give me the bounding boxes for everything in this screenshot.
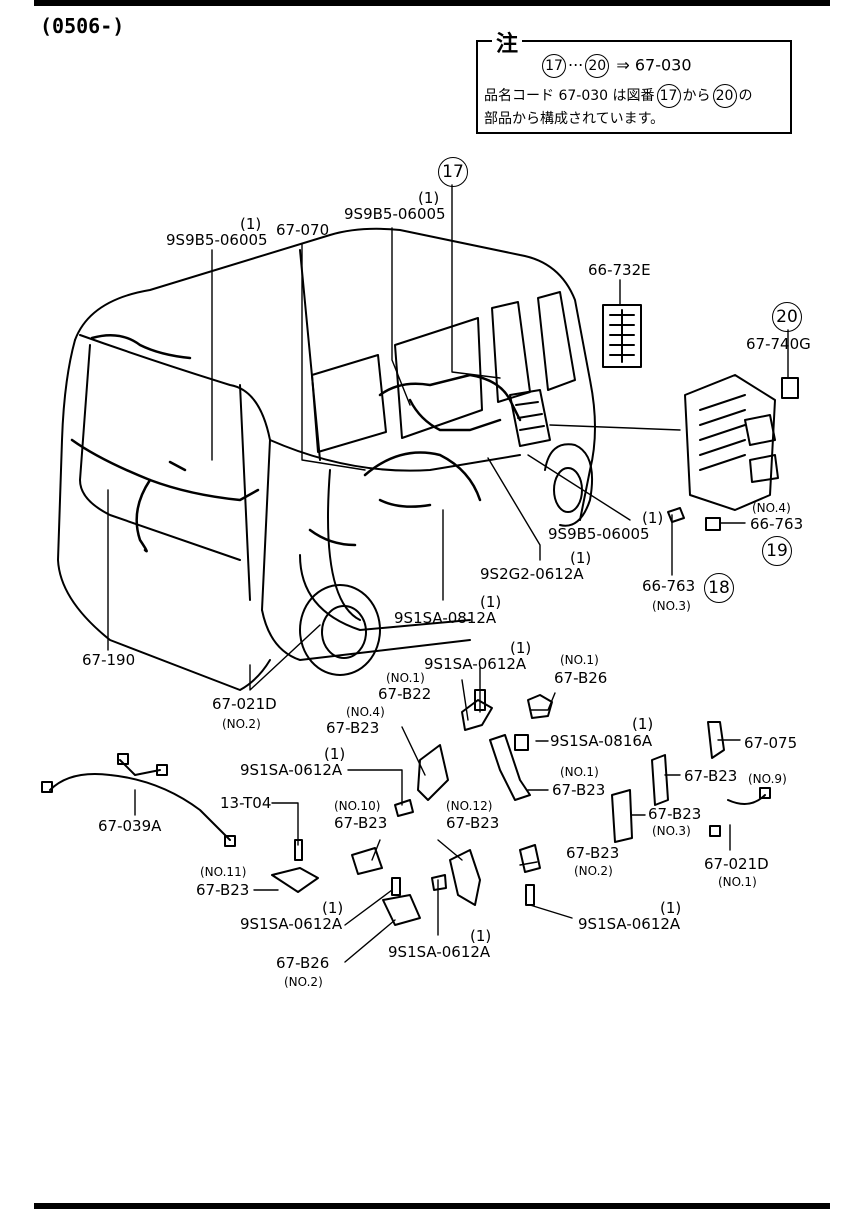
- part-label: 9S1SA-0612A: [388, 943, 491, 961]
- part-label: 9S9B5-06005: [166, 231, 268, 249]
- note-ref-circle: 20: [585, 54, 610, 78]
- part-label: 67-740G: [746, 335, 811, 353]
- note-line-3: 部品から構成されています。: [484, 111, 665, 127]
- note-label: (NO.3): [652, 599, 691, 613]
- note-label: (NO.1): [718, 875, 757, 889]
- note-text: の: [738, 88, 753, 104]
- part-label: 67-190: [82, 651, 136, 669]
- part-label: 67-B23: [684, 767, 738, 785]
- part-label: 9S1SA-0816A: [550, 732, 653, 750]
- note-line-1: 17···20 ⇒ 67-030: [540, 54, 692, 78]
- qty-label: (1): [510, 639, 532, 657]
- note-label: (NO.2): [574, 864, 613, 878]
- part-label: 9S1SA-0612A: [578, 915, 681, 933]
- ref-number-circle: 18: [704, 573, 734, 603]
- note-arrow: ⇒: [616, 55, 630, 75]
- part-label: 67-B23: [566, 844, 620, 862]
- part-label: 9S1SA-0612A: [424, 655, 527, 673]
- ref-number-circle: 19: [762, 536, 792, 566]
- top-rule: [34, 0, 830, 6]
- note-label: (NO.1): [560, 653, 599, 667]
- part-label: 67-B23: [552, 781, 606, 799]
- bottom-rule: [34, 1203, 830, 1209]
- note-text: から: [682, 88, 711, 104]
- qty-label: (1): [642, 509, 664, 527]
- note-code: 67-030: [634, 55, 692, 75]
- note-dots: ···: [568, 55, 584, 75]
- part-label: 67-075: [744, 734, 798, 752]
- part-label: 67-B26: [554, 669, 608, 687]
- qty-label: (1): [632, 715, 654, 733]
- part-label: 67-039A: [98, 817, 162, 835]
- part-label: 67-021D: [704, 855, 769, 873]
- part-label: 67-B23: [334, 814, 388, 832]
- part-label: 67-070: [276, 221, 330, 239]
- note-label: (NO.1): [560, 765, 599, 779]
- part-label: 66-763: [750, 515, 804, 533]
- part-label: 9S2G2-0612A: [480, 565, 584, 583]
- part-label: 9S9B5-06005: [548, 525, 650, 543]
- note-label: (NO.2): [284, 975, 323, 989]
- part-label: 13-T04: [220, 794, 272, 812]
- note-label: (NO.4): [752, 501, 791, 515]
- qty-label: (1): [322, 899, 344, 917]
- note-label: (NO.3): [652, 824, 691, 838]
- part-label: 67-B23: [326, 719, 380, 737]
- qty-label: (1): [480, 593, 502, 611]
- ref-number-circle: 17: [438, 157, 468, 187]
- part-label: 66-732E: [588, 261, 651, 279]
- note-label: (NO.11): [200, 865, 247, 879]
- junction-block: [509, 304, 799, 531]
- part-label: 67-B23: [446, 814, 500, 832]
- note-label: (NO.2): [222, 717, 261, 731]
- ref-number-circle: 20: [772, 302, 802, 332]
- qty-label: (1): [570, 549, 592, 567]
- model-code-header: (0506-): [40, 14, 125, 38]
- qty-label: (1): [240, 215, 262, 233]
- part-label: 9S1SA-0612A: [240, 761, 343, 779]
- part-label: 67-021D: [212, 695, 277, 713]
- leader-lines: [107, 184, 789, 963]
- note-label: (NO.9): [748, 772, 787, 786]
- qty-label: (1): [324, 745, 346, 763]
- part-label: 9S9B5-06005: [344, 205, 446, 223]
- note-ref-circle: 20: [712, 84, 737, 108]
- part-label: 67-B23: [196, 881, 250, 899]
- note-ref-circle: 17: [542, 54, 566, 78]
- brackets-and-bolts: [41, 689, 771, 926]
- note-label: (NO.12): [446, 799, 493, 813]
- wire-harness: [70, 333, 522, 553]
- part-label: 67-B26: [276, 954, 330, 972]
- note-text: 品名コード 67-030 は図番: [484, 88, 655, 104]
- qty-label: (1): [660, 899, 682, 917]
- note-label: (NO.10): [334, 799, 381, 813]
- qty-label: (1): [418, 189, 440, 207]
- part-label: 67-B22: [378, 685, 432, 703]
- part-label: 67-B23: [648, 805, 702, 823]
- note-ref-circle: 17: [656, 84, 681, 108]
- part-label: 9S1SA-0612A: [240, 915, 343, 933]
- note-label: (NO.1): [386, 671, 425, 685]
- qty-label: (1): [470, 927, 492, 945]
- note-label: (NO.4): [346, 705, 385, 719]
- part-label: 9S1SA-0812A: [394, 609, 497, 627]
- vehicle-body: [57, 227, 596, 691]
- note-title: 注: [492, 26, 523, 58]
- part-label: 66-763: [642, 577, 696, 595]
